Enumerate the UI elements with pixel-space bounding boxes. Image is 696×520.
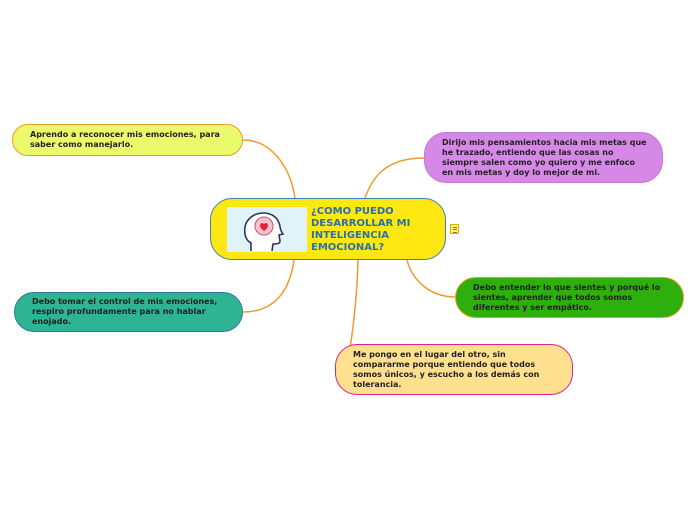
topic-recognize-emotions-text: Aprendo a reconocer mis emociones, para … [30, 130, 220, 149]
connector-control [242, 259, 295, 313]
topic-empathy-text: Debo entender lo que sientes y porqué lo… [473, 282, 661, 312]
topic-empathy[interactable]: Debo entender lo que sientes y porqué lo… [455, 277, 684, 318]
topic-recognize-emotions[interactable]: Aprendo a reconocer mis emociones, para … [12, 124, 243, 156]
central-topic-title: ¿COMO PUEDO DESARROLLAR MI INTELIGENCIA … [311, 206, 411, 253]
topic-control-emotions[interactable]: Debo tomar el control de mis emociones, … [14, 292, 243, 332]
topic-control-emotions-text: Debo tomar el control de mis emociones, … [32, 297, 218, 326]
connector-recognize [242, 139, 296, 199]
topic-focus-goals-text: Dirijo mis pensamientos hacia mis metas … [442, 137, 647, 177]
notes-icon[interactable] [450, 224, 459, 234]
topic-focus-goals[interactable]: Dirijo mis pensamientos hacia mis metas … [424, 132, 663, 183]
head-with-heart-brain-icon [227, 207, 307, 252]
topic-tolerance-text: Me pongo en el lugar del otro, sin compa… [353, 349, 540, 389]
topic-tolerance[interactable]: Me pongo en el lugar del otro, sin compa… [335, 344, 573, 395]
central-topic[interactable]: ¿COMO PUEDO DESARROLLAR MI INTELIGENCIA … [210, 198, 446, 260]
connector-empathy [406, 259, 456, 298]
connector-goals [364, 157, 425, 199]
